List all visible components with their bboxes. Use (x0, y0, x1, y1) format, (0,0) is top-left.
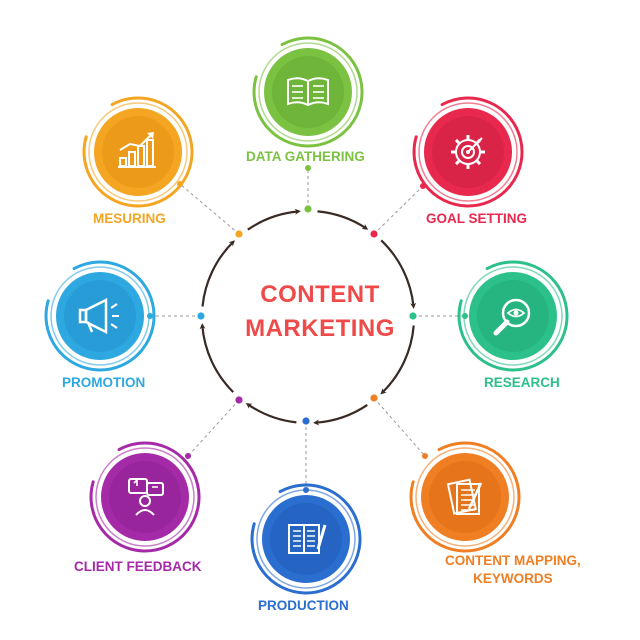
node-outer-arc-5 (89, 441, 201, 553)
label-content-mapping-line-2: KEYWORDS (473, 571, 553, 586)
label-mesuring: MESURING (93, 211, 166, 226)
cycle-arrow-5 (199, 323, 234, 393)
step-nodes (44, 36, 569, 595)
label-production: PRODUCTION (258, 598, 349, 613)
node-ring-1 (418, 102, 518, 202)
label-content-mapping: CONTENT MAPPING, KEYWORDS (445, 552, 581, 588)
label-client-feedback: CLIENT FEEDBACK (74, 559, 202, 574)
node-circle-6 (56, 272, 144, 360)
label-research: RESEARCH (484, 375, 560, 390)
ring-dot-5 (235, 396, 243, 404)
ring-dot-0 (304, 205, 312, 213)
node-ring-0 (258, 42, 358, 142)
connector-3 (373, 397, 426, 457)
step-node-5 (89, 441, 201, 553)
node-ring-3 (415, 447, 515, 547)
connector-5 (187, 399, 240, 457)
node-inner-6 (64, 280, 136, 352)
cycle-arrow-2 (380, 325, 415, 395)
node-ring-7 (88, 102, 188, 202)
center-title-line-2: MARKETING (245, 315, 395, 342)
connector-lines (150, 168, 465, 490)
step-node-7 (82, 96, 194, 208)
cycle-arrow-7 (247, 208, 301, 231)
step-node-2 (457, 260, 569, 372)
growth-chart-icon (118, 132, 156, 168)
node-dot-5 (185, 453, 191, 459)
magnifier-eye-icon (493, 298, 531, 336)
ring-dot-4 (302, 417, 310, 425)
label-promotion: PROMOTION (62, 375, 146, 390)
node-outer-arc-2 (457, 260, 569, 372)
node-dot-4 (303, 487, 309, 493)
node-dot-3 (422, 453, 428, 459)
ring-dot-7 (235, 230, 243, 238)
ring-dot-3 (370, 394, 378, 402)
node-dot-0 (305, 165, 311, 171)
node-dot-1 (420, 183, 426, 189)
node-circle-3 (421, 453, 509, 541)
center-cycle-ring (199, 208, 417, 426)
center-title-line-1: CONTENT (260, 281, 380, 308)
feedback-chat-icon (128, 478, 164, 516)
node-circle-4 (262, 495, 350, 583)
node-outer-arc-4 (250, 483, 362, 595)
megaphone-icon (78, 297, 119, 335)
notebook-pen-icon (288, 524, 327, 554)
node-inner-3 (429, 461, 501, 533)
cycle-arrow-1 (380, 239, 417, 309)
step-node-1 (412, 96, 524, 208)
gear-target-icon (451, 135, 485, 169)
connector-7 (179, 183, 240, 235)
cycle-arrow-3 (313, 403, 368, 426)
document-pen-icon (446, 478, 483, 515)
node-outer-arc-6 (44, 260, 156, 372)
label-content-mapping-line-1: CONTENT MAPPING, (445, 553, 581, 568)
label-goal-setting: GOAL SETTING (426, 211, 528, 226)
step-node-3 (409, 441, 521, 553)
node-outer-arc-3 (409, 441, 521, 553)
open-book-icon (287, 77, 329, 107)
node-dot-2 (462, 313, 468, 319)
step-node-0 (252, 36, 364, 148)
center-title: CONTENT MARKETING (205, 278, 435, 346)
node-inner-4 (270, 503, 342, 575)
node-dot-6 (147, 313, 153, 319)
ring-dot-2 (409, 312, 417, 320)
ring-dot-1 (370, 230, 378, 238)
step-node-6 (44, 260, 156, 372)
step-node-4 (250, 483, 362, 595)
connector-1 (373, 185, 424, 235)
cycle-arrow-4 (245, 402, 297, 424)
node-ring-5 (95, 447, 195, 547)
node-outer-arc-1 (412, 96, 524, 208)
ring-dot-6 (197, 312, 205, 320)
node-dot-7 (177, 181, 183, 187)
label-data-gathering: DATA GATHERING (246, 149, 365, 164)
cycle-arrow-0 (317, 210, 369, 230)
ring-dots (147, 165, 468, 493)
cycle-arrow-6 (201, 240, 235, 307)
node-outer-arc-0 (252, 36, 364, 148)
